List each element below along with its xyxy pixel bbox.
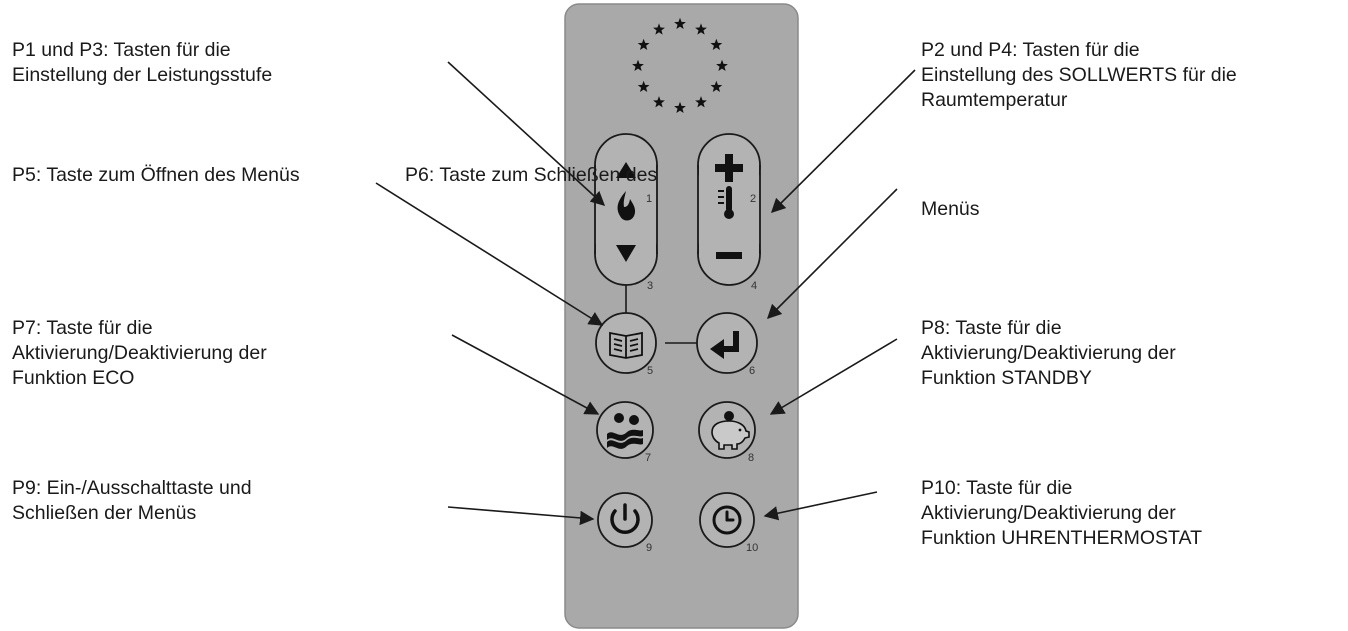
star-icon <box>695 96 707 108</box>
button-p9[interactable] <box>597 492 653 548</box>
button-number-3: 3 <box>647 280 653 292</box>
arrow-down-icon <box>616 245 636 262</box>
arrow-p9 <box>447 506 595 526</box>
label-p6-continued: Menüs <box>921 198 980 220</box>
star-icon <box>637 38 650 51</box>
power-icon <box>610 503 640 535</box>
star-icon <box>710 38 723 51</box>
label-p8: P8: Taste für die Aktivierung/Deaktivier… <box>921 317 1176 389</box>
button-number-6: 6 <box>749 365 755 377</box>
star-icon <box>674 17 686 30</box>
star-icon <box>632 59 644 72</box>
book-icon <box>609 331 643 359</box>
star-icon <box>674 101 686 114</box>
button-number-5: 5 <box>647 365 653 377</box>
star-icon <box>695 23 707 35</box>
button-p10[interactable] <box>699 492 755 548</box>
button-p1-p3[interactable] <box>594 133 658 286</box>
label-p1-p3: P1 und P3: Tasten für die Einstellung de… <box>12 39 273 86</box>
button-number-8: 8 <box>748 452 754 464</box>
label-p6: P6: Taste zum Schließen des <box>405 164 658 186</box>
eco-waves-icon <box>607 413 643 449</box>
button-p2-p4[interactable] <box>697 133 761 286</box>
button-p6[interactable] <box>696 312 758 374</box>
button-p7[interactable] <box>596 401 654 459</box>
button-number-1: 1 <box>646 193 652 205</box>
button-number-2: 2 <box>750 193 756 205</box>
remote-body <box>564 3 799 629</box>
label-p2-p4: P2 und P4: Tasten für die Einstellung de… <box>921 39 1237 111</box>
flame-icon <box>617 191 636 221</box>
button-p5[interactable] <box>595 312 657 374</box>
arrow-up-icon <box>616 162 636 178</box>
star-icon <box>653 96 665 108</box>
button-p8[interactable] <box>698 401 756 459</box>
star-ring <box>632 17 728 114</box>
button-number-7: 7 <box>645 452 651 464</box>
star-icon <box>637 80 650 93</box>
button-number-10: 10 <box>746 542 758 554</box>
arrow-p10 <box>763 491 878 521</box>
button-number-4: 4 <box>751 280 757 292</box>
label-p5: P5: Taste zum Öffnen des Menüs <box>12 164 300 186</box>
arrow-p6 <box>766 188 898 320</box>
piggy-bank-icon <box>711 411 750 450</box>
button-number-9: 9 <box>646 542 652 554</box>
star-icon <box>716 59 728 72</box>
star-icon <box>710 80 723 93</box>
label-p9: P9: Ein-/Ausschalttaste und Schließen de… <box>12 477 252 524</box>
arrow-p7 <box>451 334 600 415</box>
label-p7: P7: Taste für die Aktivierung/Deaktivier… <box>12 317 267 389</box>
arrow-p5 <box>375 182 604 326</box>
arrow-p8 <box>769 338 898 415</box>
thermometer-icon <box>718 186 734 219</box>
arrow-p1-p3 <box>447 61 606 206</box>
label-p10: P10: Taste für die Aktivierung/Deaktivie… <box>921 477 1202 549</box>
plus-icon <box>715 154 743 182</box>
enter-icon <box>710 331 739 359</box>
clock-icon <box>712 505 742 535</box>
star-icon <box>653 23 665 35</box>
minus-icon <box>716 252 742 259</box>
arrow-p2-p4 <box>770 69 916 214</box>
